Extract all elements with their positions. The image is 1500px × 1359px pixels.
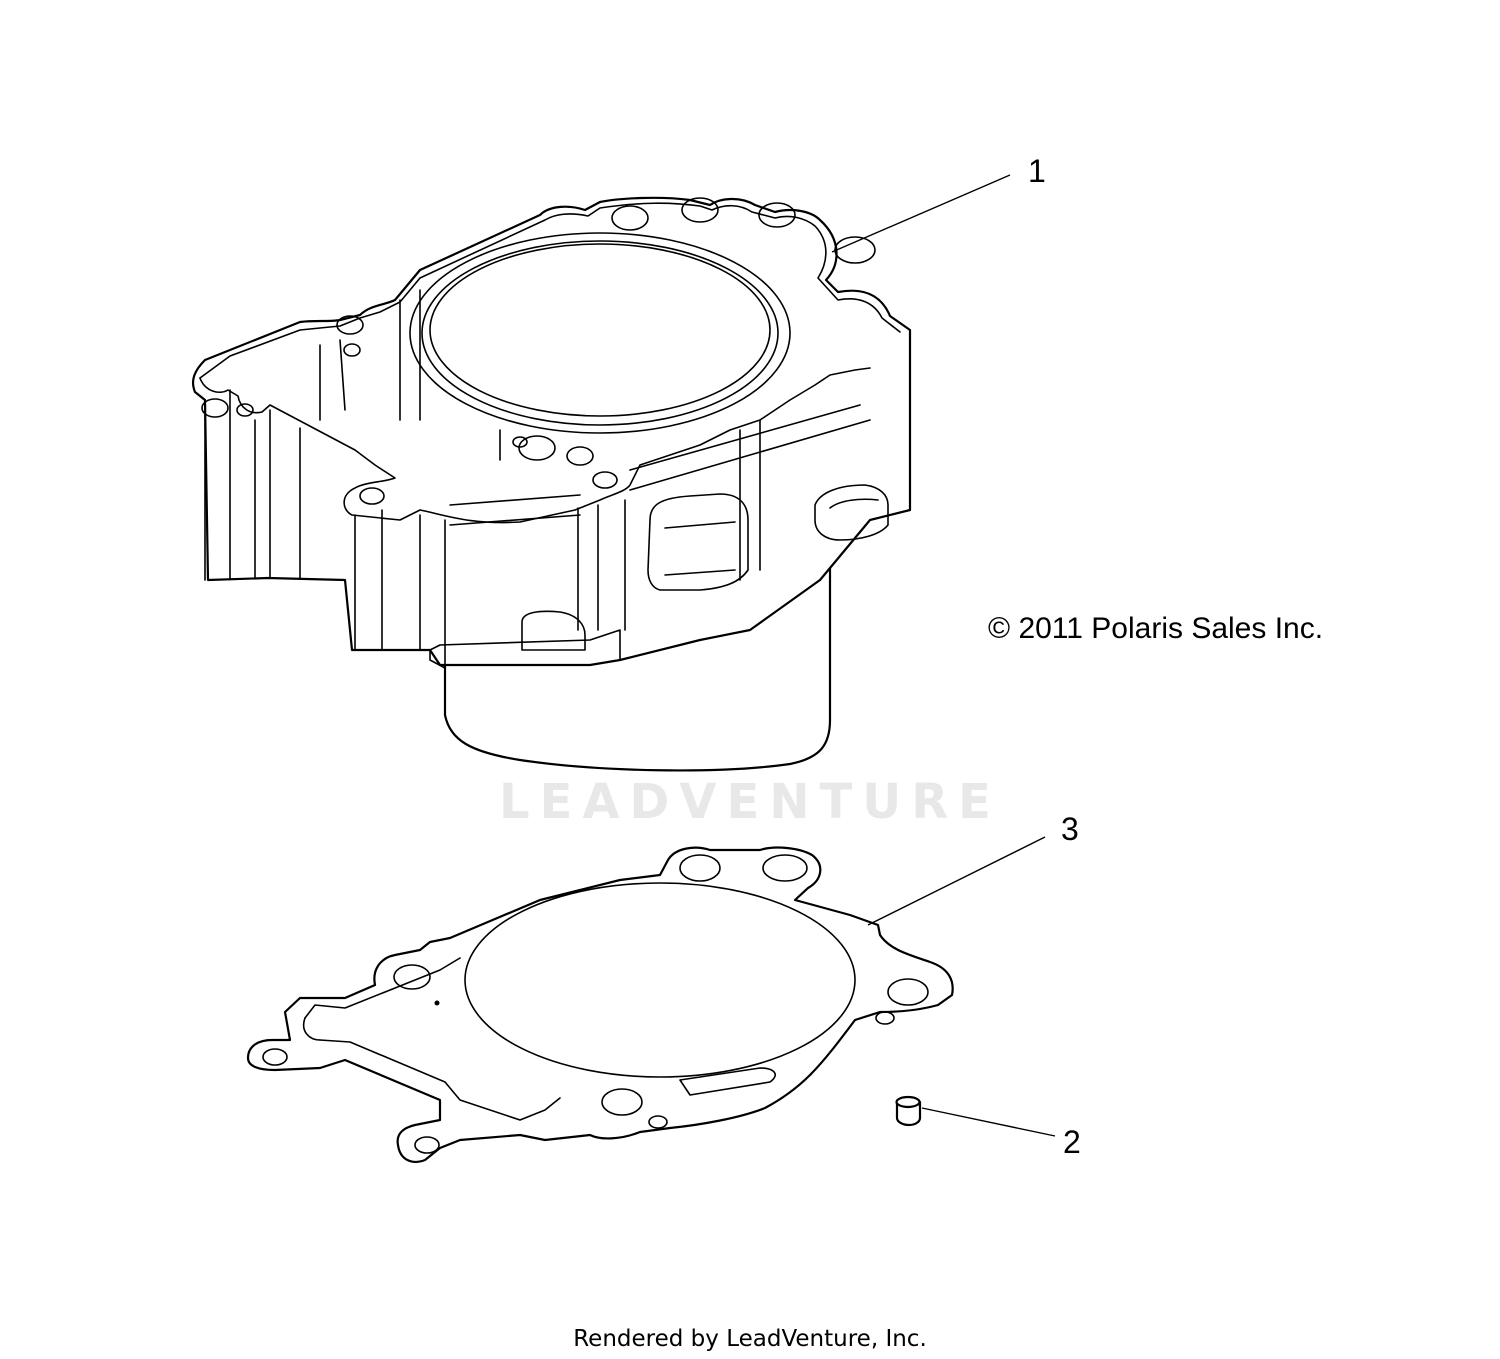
cylinder-part[interactable] (191, 196, 912, 772)
leader-line-2 (921, 1107, 1056, 1137)
gasket-part[interactable] (246, 846, 954, 1163)
dowel-pin-part[interactable] (895, 1095, 922, 1127)
callout-2: 2 (1063, 1124, 1081, 1160)
callout-3: 3 (1061, 811, 1079, 847)
leader-line-3 (867, 836, 1046, 926)
watermark-text: LEADVENTURE (499, 774, 1001, 830)
copyright-notice: © 2011 Polaris Sales Inc. (988, 612, 1324, 645)
footer-text: Rendered by LeadVenture, Inc. (573, 1326, 927, 1352)
leader-line-1 (831, 174, 1011, 253)
callout-1: 1 (1028, 153, 1046, 189)
